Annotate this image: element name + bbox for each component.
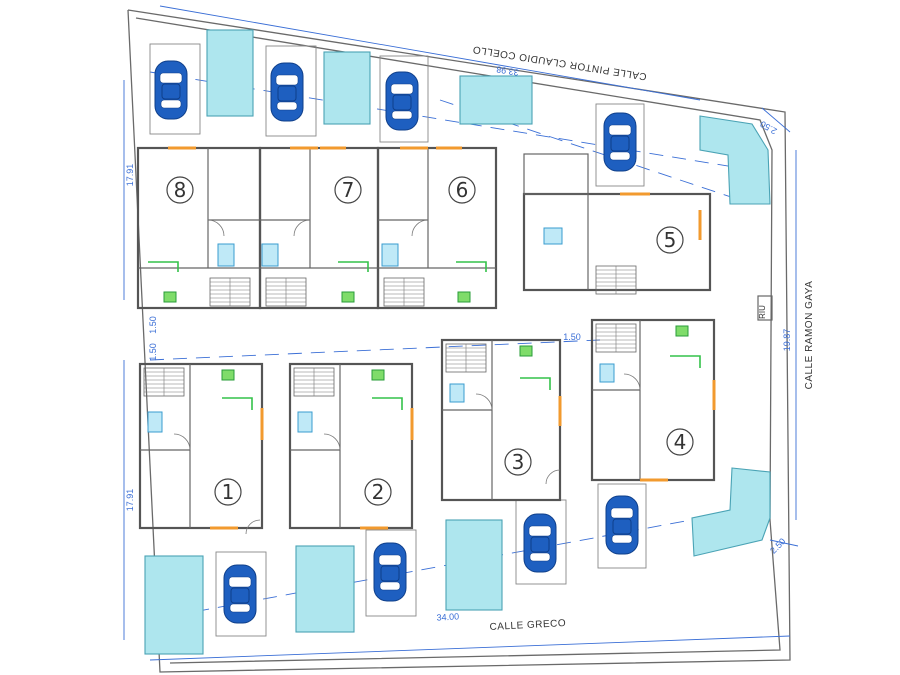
dimension-west-upper: 17.91	[125, 164, 135, 187]
units-lower-right	[440, 318, 716, 502]
car-icon	[373, 542, 407, 602]
door-swings	[173, 219, 641, 535]
dimension-lines	[123, 5, 799, 661]
street-name-south: CALLE GRECO	[489, 618, 566, 633]
unit-label-3: 3	[504, 448, 532, 476]
unit-number: 4	[674, 430, 687, 454]
dimension-mid-corridor: 1.50	[563, 332, 581, 342]
unit-label-8: 8	[166, 176, 194, 204]
dimension-west-mid-a: 1.50	[148, 316, 158, 334]
unit-number: 5	[664, 228, 677, 252]
street-name-east: CALLE RAMON GAYA	[804, 281, 815, 390]
pool-unit-6	[459, 75, 533, 125]
pool-unit-3	[445, 519, 503, 611]
units-upper-row	[136, 146, 498, 310]
pool-unit-5	[699, 115, 771, 205]
unit-number: 2	[372, 480, 385, 504]
dimension-south: 34.00	[436, 611, 459, 622]
unit-label-5: 5	[656, 226, 684, 254]
parking-north	[149, 43, 645, 187]
dimension-west-mid-b: 1.50	[148, 343, 158, 361]
dimension-ne-corner: 2.50	[758, 119, 778, 136]
dimension-west-lower: 17.91	[125, 489, 135, 512]
pools-north	[206, 29, 771, 205]
unit-5-walls	[522, 153, 773, 321]
car-icon	[270, 62, 304, 122]
pool-unit-7	[323, 51, 371, 125]
pool-unit-2	[295, 545, 355, 633]
unit-label-2: 2	[364, 478, 392, 506]
pools-south	[144, 467, 771, 655]
unit-number: 3	[512, 450, 525, 474]
dimension-east: 19.87	[782, 329, 792, 352]
pool-unit-1	[144, 555, 204, 655]
unit-labels: 8 7 6 5 1 2 3 4	[166, 176, 694, 506]
pool-unit-8	[206, 29, 254, 117]
site-boundary	[127, 9, 791, 673]
unit-label-6: 6	[448, 176, 476, 204]
car-icon	[605, 495, 639, 555]
unit-label-4: 4	[666, 428, 694, 456]
dimension-north: 33.98	[496, 64, 520, 77]
unit-label-7: 7	[334, 176, 362, 204]
car-icon	[223, 564, 257, 624]
unit-number: 1	[222, 480, 235, 504]
unit-number: 6	[456, 178, 469, 202]
unit-label-1: 1	[214, 478, 242, 506]
pool-unit-4	[691, 467, 771, 557]
riu-label: RIU	[758, 305, 767, 319]
unit-number: 8	[174, 178, 187, 202]
unit-number: 7	[342, 178, 355, 202]
car-icon	[523, 513, 557, 573]
parking-south	[215, 483, 647, 637]
car-icon	[603, 112, 637, 172]
car-icon	[154, 60, 188, 120]
car-icon	[385, 71, 419, 131]
units-lower-left	[138, 362, 414, 530]
